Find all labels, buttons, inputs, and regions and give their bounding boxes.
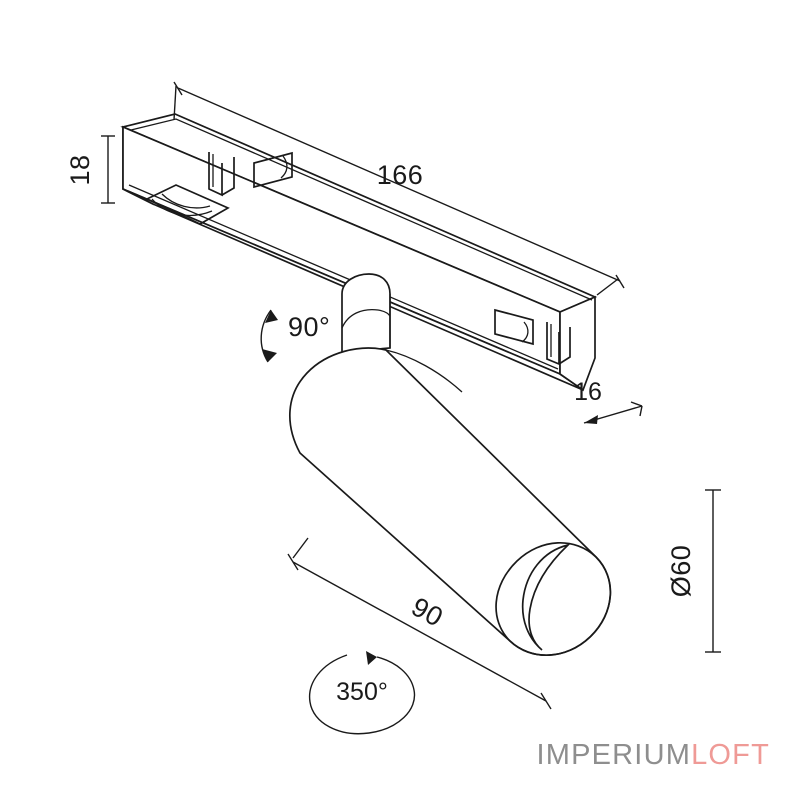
contact-bracket-right-2 <box>558 327 571 365</box>
dim-16-arrow-start <box>584 415 598 424</box>
watermark-logo: IMPERIUMLOFT <box>536 739 770 772</box>
annotation-tilt-90: 90° <box>260 309 330 363</box>
dim-90-tick-start <box>287 553 299 571</box>
cylinder-end-rim <box>495 542 612 656</box>
connector-slot-left-curve <box>280 155 288 179</box>
dim-90-label: 90 <box>407 591 449 632</box>
annotation-pan-350: 350° <box>308 651 416 735</box>
tilt-arrow-down <box>262 349 277 362</box>
dimension-diameter-60: Ø60 <box>666 489 721 653</box>
spotlight-cylinder-assembly <box>289 347 612 656</box>
dim-166-ext-end <box>596 278 619 296</box>
dim-90-tick-end <box>540 692 552 710</box>
track-right-end-face <box>559 295 596 392</box>
pan-350-label: 350° <box>336 678 388 706</box>
connector-slot-right-curve <box>521 321 529 343</box>
hinge-stem-joint-curve <box>341 308 391 329</box>
tilt-arc <box>260 309 272 363</box>
contact-bracket-left <box>208 152 223 197</box>
dim-16-tick-end <box>630 401 643 417</box>
contact-bracket-right <box>546 322 560 366</box>
dimension-166: 166 <box>173 81 625 296</box>
pan-arrow <box>366 651 377 665</box>
hinge-stem-assembly <box>341 273 391 353</box>
watermark-imperium: IMPERIUM <box>536 739 692 771</box>
contact-bracket-left-2 <box>221 157 235 196</box>
pan-circle-arc <box>308 654 416 735</box>
tilt-arrow-up <box>265 310 278 323</box>
connector-slot-right <box>494 308 534 346</box>
hinge-stem-body <box>341 273 391 353</box>
dim-d60-label: Ø60 <box>666 545 696 598</box>
watermark-loft: LOFT <box>691 739 770 771</box>
tilt-90-label: 90° <box>288 312 330 342</box>
cylinder-barrel <box>289 347 612 656</box>
lens-curve-detail <box>151 198 213 217</box>
cylinder-inner-reflector <box>521 543 571 651</box>
dimension-16: 16 <box>574 378 643 424</box>
lens-pocket-outline <box>145 184 230 225</box>
dim-166-ext-start <box>173 85 177 121</box>
dim-166-label: 166 <box>377 160 424 190</box>
track-inner-edge-line <box>128 184 559 370</box>
dim-18-label: 18 <box>65 154 95 185</box>
track-top-rim-line <box>130 118 593 301</box>
dim-16-label: 16 <box>574 378 602 406</box>
dim-90-line <box>292 561 547 702</box>
connector-slot-left <box>253 151 293 189</box>
dim-166-line <box>177 87 621 282</box>
lens-curve-detail-2 <box>161 193 211 209</box>
dim-90-ext-start <box>292 537 309 559</box>
cylinder-top-edge <box>385 349 463 393</box>
dim-166-tick-end <box>615 274 625 289</box>
dim-166-tick-start <box>173 81 183 96</box>
dimension-18: 18 <box>65 135 115 204</box>
